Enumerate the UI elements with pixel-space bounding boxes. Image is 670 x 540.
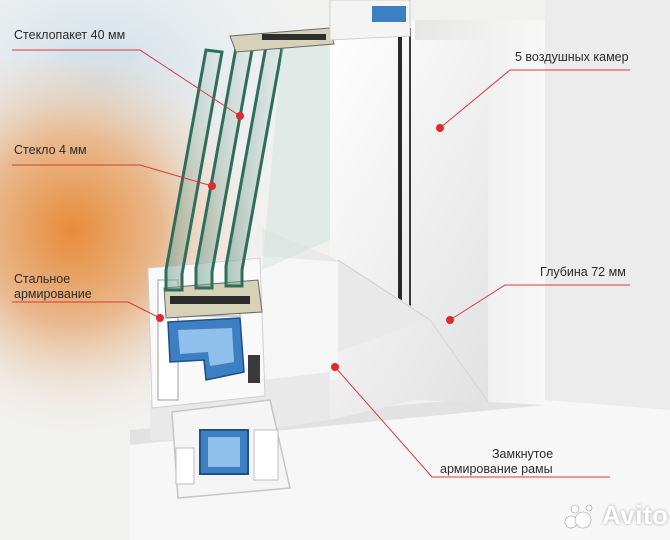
avito-logo-icon <box>564 504 593 528</box>
closed-reinforcement-line1: Замкнутое <box>492 447 554 461</box>
avito-watermark-text: Avito <box>602 500 669 530</box>
air-chambers-label: 5 воздушных камер <box>515 50 629 64</box>
closed-reinforcement-line2: армирование рамы <box>440 462 553 476</box>
steel-reinforcement-line1: Стальное <box>14 272 71 286</box>
glass-unit-label: Стеклопакет 40 мм <box>14 28 126 42</box>
avito-watermark: Avito <box>562 500 669 531</box>
closed-reinforcement-label: Замкнутое армирование рамы <box>440 447 553 477</box>
depth-label: Глубина 72 мм <box>540 265 626 279</box>
steel-reinforcement-line2: армирование <box>14 287 92 301</box>
steel-reinforcement-label: Стальное армирование <box>14 272 92 302</box>
glass-thickness-label: Стекло 4 мм <box>14 143 87 157</box>
